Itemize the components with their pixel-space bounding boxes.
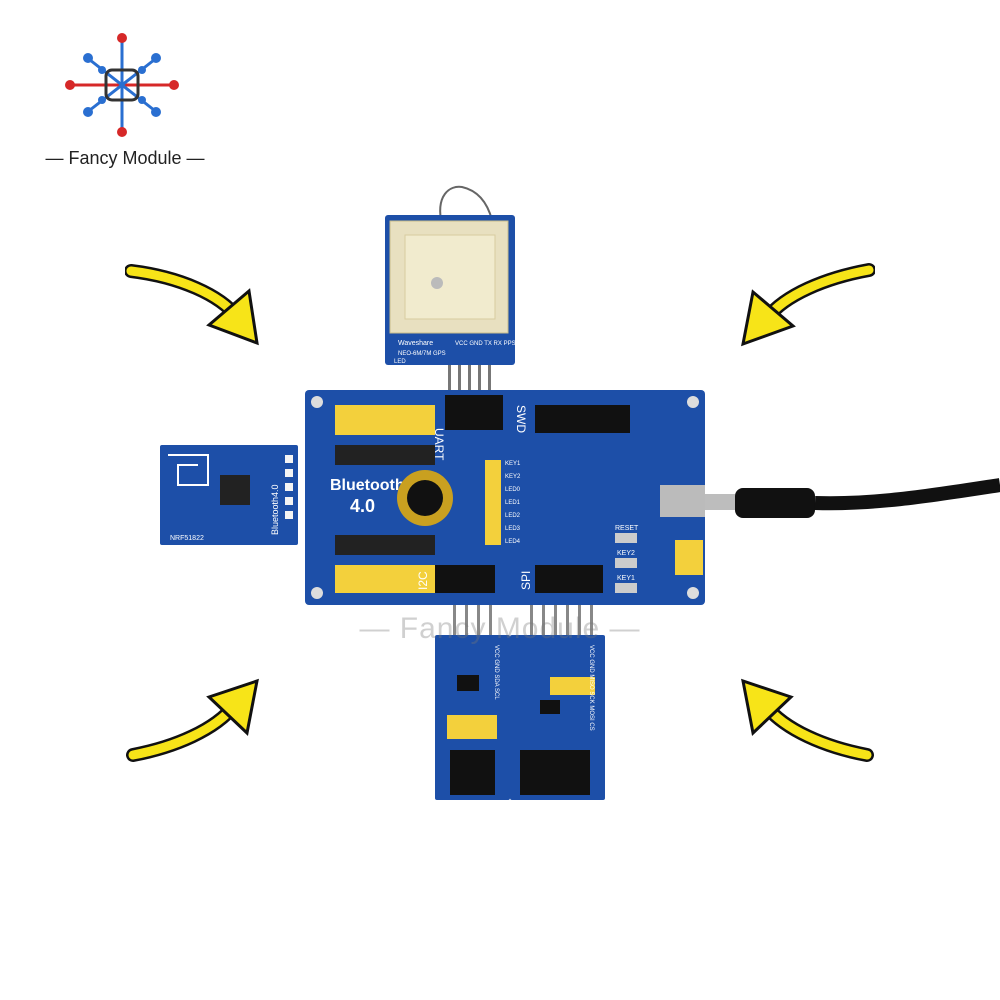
svg-text:RESET: RESET (615, 525, 639, 532)
svg-text:SWD: SWD (514, 405, 528, 433)
arrow-bottom-left-icon (126, 678, 259, 762)
svg-text:I2C: I2C (416, 571, 430, 590)
svg-text:LED0: LED0 (505, 487, 521, 493)
arrow-bottom-right-icon (741, 678, 874, 762)
svg-text:LED: LED (394, 359, 406, 365)
watermark-text: — Fancy Module — (359, 612, 641, 645)
svg-text:LED3: LED3 (505, 526, 521, 532)
usb-cable (705, 478, 1000, 518)
arrow-top-right-icon (741, 263, 875, 347)
svg-text:Bluetooth4.0: Bluetooth4.0 (270, 484, 280, 535)
svg-text:LED4: LED4 (505, 539, 521, 545)
svg-text:VCC GND TX RX PPS: VCC GND TX RX PPS (455, 341, 516, 347)
svg-text:LED2: LED2 (505, 513, 521, 519)
svg-text:UART: UART (432, 428, 446, 461)
svg-text:KEY1: KEY1 (505, 461, 521, 467)
lcd-module: VCC GND SDA SCL (435, 605, 510, 800)
brand-logo-icon (65, 33, 179, 137)
main-board: UART SWD Bluetooth 4.0 KEY1 KEY2 LED0 LE… (305, 390, 705, 605)
svg-text:KEY2: KEY2 (505, 474, 521, 480)
svg-text:LED1: LED1 (505, 500, 521, 506)
flash-module: VCC GND MISO SCK MOSI CS (510, 605, 605, 800)
svg-text:4.0: 4.0 (350, 496, 375, 516)
brand-name: — Fancy Module — (45, 148, 205, 168)
svg-text:VCC GND MISO SCK MOSI CS: VCC GND MISO SCK MOSI CS (588, 645, 594, 731)
svg-text:KEY1: KEY1 (617, 575, 635, 582)
svg-text:KEY2: KEY2 (617, 550, 635, 557)
svg-text:VCC GND SDA SCL: VCC GND SDA SCL (493, 645, 499, 700)
bluetooth-module: Bluetooth4.0 NRF51822 (160, 445, 298, 545)
arrow-top-left-icon (125, 264, 259, 346)
svg-text:Bluetooth: Bluetooth (330, 477, 405, 494)
svg-text:NRF51822: NRF51822 (170, 535, 204, 542)
svg-text:NEO-6M/7M GPS: NEO-6M/7M GPS (398, 351, 446, 357)
gps-module: Waveshare NEO-6M/7M GPS VCC GND TX RX PP… (385, 185, 516, 390)
svg-text:Waveshare: Waveshare (398, 340, 433, 347)
svg-text:SPI: SPI (519, 571, 533, 590)
